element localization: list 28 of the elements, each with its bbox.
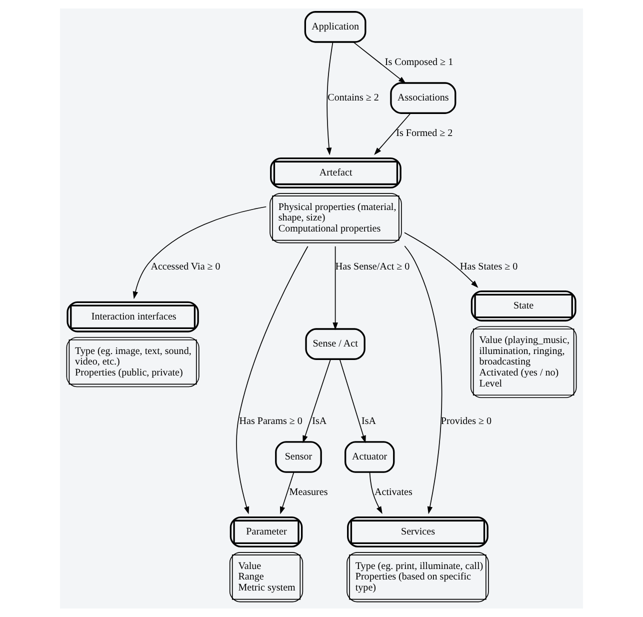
edge-label: IsA xyxy=(312,416,327,428)
node-box: Actuator xyxy=(344,441,395,473)
edge-label: Is Formed ≥ 2 xyxy=(396,128,453,140)
arrow xyxy=(374,112,411,155)
node-box: Application xyxy=(304,11,366,43)
edge-label: Activates xyxy=(374,487,412,498)
arrow xyxy=(404,246,442,514)
arrow xyxy=(353,42,406,84)
edge-label: Has Sense/Act ≥ 0 xyxy=(335,261,410,272)
arrow xyxy=(332,246,338,330)
edge-label: Measures xyxy=(289,487,328,498)
node-box: Sensor xyxy=(275,441,322,473)
edge-label: Has Params ≥ 0 xyxy=(239,416,302,428)
arrow xyxy=(369,472,382,514)
edge-label: Contains ≥ 2 xyxy=(328,92,379,104)
arrow xyxy=(132,206,267,300)
edge-label: Has States ≥ 0 xyxy=(460,261,518,272)
arrow xyxy=(280,472,294,514)
edge-label: Accessed Via ≥ 0 xyxy=(150,261,220,272)
arrow xyxy=(326,42,334,156)
node-box: Sense / Act xyxy=(305,328,366,360)
edge-label: Is Composed ≥ 1 xyxy=(384,57,454,68)
arrow xyxy=(339,358,366,444)
arrow xyxy=(302,358,331,444)
arrow xyxy=(404,232,478,288)
node-box: Associations xyxy=(390,82,456,114)
arrow xyxy=(236,246,308,514)
edge-label: IsA xyxy=(362,416,376,428)
